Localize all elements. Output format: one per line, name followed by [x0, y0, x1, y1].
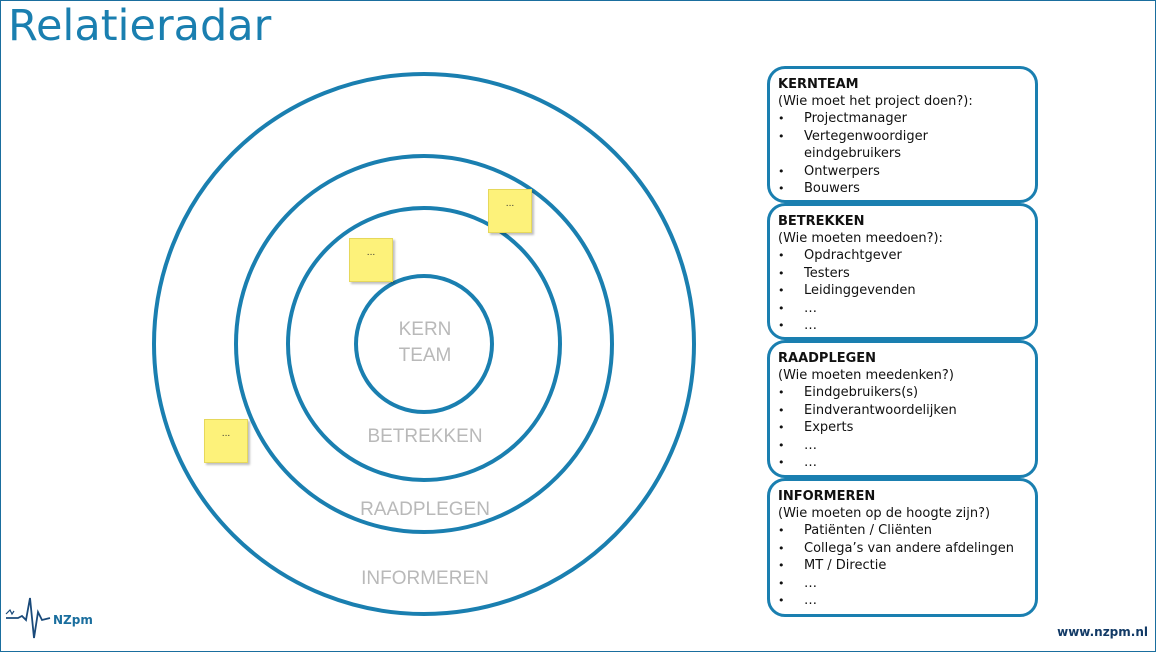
card-title: KERNTEAM	[778, 77, 859, 92]
sticky-note[interactable]: ...	[204, 419, 248, 463]
list-item: •Collega’s van andere afdelingen	[778, 540, 1014, 556]
card-subtitle: (Wie moeten op de hoogte zijn?)	[778, 506, 991, 521]
card-subtitle: (Wie moeten meedoen?):	[778, 231, 943, 246]
list-item: •…	[778, 593, 817, 608]
ring-kernteam	[354, 274, 494, 414]
card-raadplegen: RAADPLEGEN (Wie moeten meedenken?) •Eind…	[767, 340, 1038, 478]
list-item: •Vertegenwoordiger eindgebruikers	[778, 128, 928, 162]
card-title: BETREKKEN	[778, 214, 865, 229]
ring-raadplegen	[234, 154, 614, 534]
card-title: RAADPLEGEN	[778, 351, 877, 366]
page-title: Relatieradar	[8, 1, 272, 51]
list-item: •Eindverantwoordelijken	[778, 402, 957, 418]
card-title: INFORMEREN	[778, 489, 876, 504]
nzpm-logo-icon	[5, 597, 51, 639]
sticky-note[interactable]: ...	[349, 238, 393, 282]
card-subtitle: (Wie moeten meedenken?)	[778, 368, 954, 383]
list-item: •Projectmanager	[778, 111, 907, 126]
website-link[interactable]: www.nzpm.nl	[1057, 625, 1148, 639]
list-item: •Patiënten / Cliënten	[778, 523, 933, 538]
label-betrekken: BETREKKEN	[367, 426, 482, 447]
label-kern: KERN	[399, 319, 452, 340]
list-item: •…	[778, 318, 817, 333]
label-informeren: INFORMEREN	[361, 568, 489, 589]
card-informeren: INFORMEREN (Wie moeten op de hoogte zijn…	[767, 478, 1038, 617]
label-team: TEAM	[399, 345, 452, 366]
card-kernteam: KERNTEAM (Wie moet het project doen?): •…	[767, 66, 1038, 214]
card-subtitle: (Wie moet het project doen?):	[778, 94, 973, 109]
list-item: •Ontwerpers	[778, 163, 880, 179]
list-item: •MT / Directie	[778, 558, 887, 573]
list-item: •Experts	[778, 420, 854, 435]
list-item: •Bouwers	[778, 181, 860, 196]
list-item: •Testers	[778, 265, 850, 281]
list-item: •…	[778, 575, 817, 591]
ring-informeren	[152, 72, 696, 616]
sticky-note[interactable]: ...	[488, 189, 532, 233]
logo-text: NZpm	[53, 613, 93, 627]
ring-betrekken	[286, 206, 562, 482]
list-item: •…	[778, 300, 817, 316]
list-item: •Eindgebruikers(s)	[778, 385, 919, 400]
list-item: •Opdrachtgever	[778, 248, 902, 263]
list-item: •…	[778, 437, 817, 453]
card-betrekken: BETREKKEN (Wie moeten meedoen?): •Opdrac…	[767, 203, 1038, 340]
list-item: •Leidinggevenden	[778, 283, 916, 298]
list-item: •…	[778, 455, 817, 470]
label-raadplegen: RAADPLEGEN	[360, 499, 490, 520]
